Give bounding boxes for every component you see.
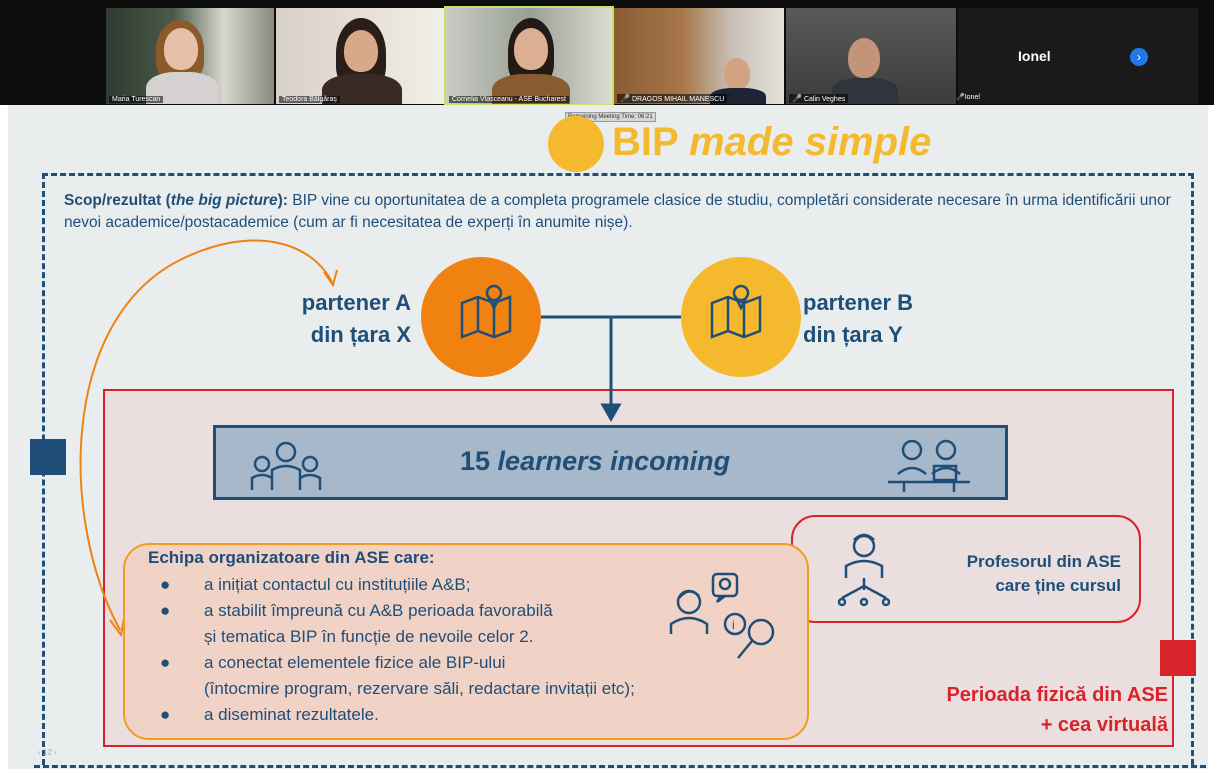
bullet-item: ●a conectat elementele fizice ale BIP-ul… xyxy=(160,650,635,676)
scope-label-em: the big picture xyxy=(170,192,278,209)
svg-text:i: i xyxy=(732,618,735,632)
participant-name-box: 🎤Ionel xyxy=(956,93,980,101)
participant-name-large: Ionel xyxy=(1018,48,1051,64)
participant-name-box: 🎤DRAGOS MIHAIL MANESCU xyxy=(617,94,728,103)
participant-name: Ionel xyxy=(964,94,980,101)
bullet-text: (întocmire program, rezervare săli, reda… xyxy=(204,679,635,698)
bullet-text: a conectat elementele fizice ale BIP-ulu… xyxy=(204,653,506,672)
participant-strip: Maria Turescan Teodora Bălgăraș Cornelia… xyxy=(0,0,1214,106)
next-page-button[interactable]: › xyxy=(1130,48,1148,66)
title-main: BIP xyxy=(612,120,678,164)
muted-mic-icon: 🎤 xyxy=(792,94,802,103)
participant-tile-3-active[interactable]: Cornelia Vlasceanu - ASE Bucharest xyxy=(444,6,614,106)
scope-label-end: ): xyxy=(277,192,288,209)
period-text: Perioada fizică din ASE + cea virtuală xyxy=(840,680,1168,740)
dashed-frame-bottom xyxy=(34,765,1206,768)
participant-tile-1[interactable]: Maria Turescan xyxy=(106,8,274,104)
partner-a-circle xyxy=(421,257,541,377)
professor-line1: Profesorul din ASE xyxy=(966,552,1121,571)
slide-page-number: ‹ 12 › xyxy=(38,748,57,757)
professor-text: Profesorul din ASE care ține cursul xyxy=(905,550,1121,598)
map-icon-a xyxy=(460,284,512,339)
team-bullet-list: ●a inițiat contactul cu instituțiile A&B… xyxy=(160,572,635,728)
bullet-item: ●a inițiat contactul cu instituțiile A&B… xyxy=(160,572,635,598)
bullet-continuation: și tematica BIP în funcție de nevoile ce… xyxy=(160,624,635,650)
red-marker xyxy=(1160,640,1196,676)
professor-line2: care ține cursul xyxy=(995,576,1121,595)
partner-a-line1: partener A xyxy=(301,290,411,315)
desk-people-icon xyxy=(888,439,970,492)
title-emphasis: made simple xyxy=(689,120,932,164)
learners-number: 15 xyxy=(460,446,498,476)
participant-name: Calin Veghes xyxy=(803,96,846,103)
partner-b-line1: partener B xyxy=(803,290,914,315)
scope-paragraph: Scop/rezultat (the big picture): BIP vin… xyxy=(64,190,1184,234)
partner-b-circle xyxy=(681,257,801,377)
muted-mic-icon: 🎤 xyxy=(956,94,965,101)
participant-name: DRAGOS MIHAIL MANESCU xyxy=(631,96,725,103)
bullet-text: a inițiat contactul cu instituțiile A&B; xyxy=(204,575,471,594)
participant-tile-4[interactable]: 🎤DRAGOS MIHAIL MANESCU xyxy=(614,8,784,104)
participant-tile-ionel[interactable]: Ionel xyxy=(958,8,1198,104)
bullet-text: a diseminat rezultatele. xyxy=(204,705,379,724)
connector-lines xyxy=(541,315,681,423)
partner-b-line2: din țara Y xyxy=(803,322,903,347)
slide-title: BIP made simple xyxy=(612,120,931,165)
participant-name-box: 🎤Calin Veghes xyxy=(789,94,849,103)
scope-label-text: Scop/rezultat ( xyxy=(64,192,171,209)
bullet-item: ●a diseminat rezultatele. xyxy=(160,702,635,728)
bullet-continuation: (întocmire program, rezervare săli, reda… xyxy=(160,676,635,702)
scope-text: BIP vine cu oportunitatea de a completa … xyxy=(64,192,1171,231)
participant-name: Maria Turescan xyxy=(109,96,164,103)
participant-tile-2[interactable]: Teodora Bălgăraș xyxy=(276,8,444,104)
bullet-text: și tematica BIP în funcție de nevoile ce… xyxy=(204,627,534,646)
bullet-item: ●a stabilit împreună cu A&B perioada fav… xyxy=(160,598,635,624)
group-icon xyxy=(250,441,322,490)
partner-a-label: partener A din țara X xyxy=(283,287,411,351)
partner-a-line2: din țara X xyxy=(310,322,411,347)
learners-text: 15 learners incoming xyxy=(460,446,730,477)
map-icon-b xyxy=(710,284,762,339)
blue-marker xyxy=(30,439,66,475)
muted-mic-icon: 🎤 xyxy=(620,94,630,103)
organizing-team-box xyxy=(123,543,809,740)
page-number-value: 12 xyxy=(42,748,52,757)
learners-em: learners incoming xyxy=(497,446,731,476)
ideas-search-icon: i xyxy=(669,572,775,659)
team-title: Echipa organizatoare din ASE care: xyxy=(148,548,435,567)
scope-label: Scop/rezultat (the big picture): xyxy=(64,192,288,209)
period-line1: Perioada fizică din ASE xyxy=(946,684,1168,706)
bullet-text: a stabilit împreună cu A&B perioada favo… xyxy=(204,601,553,620)
professor-icon xyxy=(837,533,891,607)
participant-name: Cornelia Vlasceanu - ASE Bucharest xyxy=(449,96,570,103)
participant-tile-5[interactable]: 🎤Calin Veghes xyxy=(786,8,956,104)
learners-banner: 15 learners incoming xyxy=(213,425,1008,500)
period-line2: + cea virtuală xyxy=(1040,714,1168,736)
partner-b-label: partener B din țara Y xyxy=(803,287,913,351)
logo-circle xyxy=(548,116,604,172)
participant-name: Teodora Bălgăraș xyxy=(279,96,340,103)
